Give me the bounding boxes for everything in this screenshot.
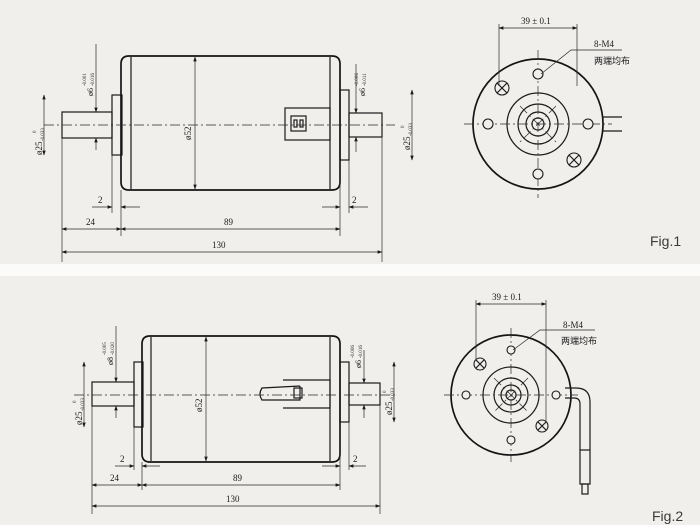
fig2-dim-shaft-dia-left-tol-lower: -0.020: [111, 342, 116, 355]
fig2-dim-boss-right: ø25: [384, 401, 394, 415]
fig1-side-view: [42, 44, 414, 262]
fig2-dim-body-dia: ø52: [194, 399, 204, 413]
fig2-callout-thread: 8-M4: [563, 320, 583, 330]
fig2-dim-gap-right: 2: [353, 454, 358, 464]
fig2-dim-gap-left: 2: [120, 454, 125, 464]
fig1-label: Fig.1: [650, 233, 681, 249]
fig2-end-view: [444, 300, 595, 495]
figure-divider: [0, 264, 700, 276]
fig2-dim-shaft-dia-left: ø8: [106, 357, 115, 365]
fig1-dim-boss-right: ø25: [402, 136, 412, 150]
fig2-dim-shaft-dia-right-tol-lower: -0.016: [359, 345, 364, 358]
fig1-dim-body-dia: ø52: [183, 127, 193, 141]
fig2-dim-boss-left-tol-upper: 0: [73, 400, 78, 403]
fig2-label: Fig.2: [652, 508, 683, 524]
fig1-dim-shaft-dia-left-tol-lower: -0.016: [91, 73, 96, 86]
fig1-dim-gap-right: 2: [352, 195, 357, 205]
figure-1: 24 89 130 2 2 ø52 ø25 0 -0.033 ø6 -0.001…: [33, 16, 681, 262]
fig1-dim-shaft-dia-left: ø6: [86, 88, 95, 96]
fig1-dim-shaft-dia-right-tol-lower: -0.011: [363, 73, 368, 86]
fig2-dim-hole-spacing: 39 ± 0.1: [492, 292, 522, 302]
fig1-dim-gap-left: 2: [98, 195, 103, 205]
fig1-dim-boss-right-tol-lower: -0.033: [409, 123, 414, 136]
fig1-dim-boss-right-tol-upper: 0: [401, 125, 406, 128]
fig2-dim-length-body: 89: [233, 473, 243, 483]
fig2-side-view: [74, 326, 396, 514]
fig1-callout-thread: 8-M4: [594, 39, 614, 49]
fig1-dim-shaft-left: 24: [86, 217, 96, 227]
fig1-end-view: [464, 24, 622, 198]
fig2-dim-shaft-left: 24: [110, 473, 120, 483]
fig2-dim-boss-left-tol-lower: -0.033: [81, 398, 86, 411]
fig2-dim-length-total: 130: [226, 494, 240, 504]
fig1-dim-shaft-dia-right-tol-upper: -0.006: [355, 73, 360, 86]
fig1-dim-shaft-dia-right: ø6: [358, 88, 367, 96]
fig2-dim-boss-right-tol-upper: 0: [383, 390, 388, 393]
fig1-dim-length-body: 89: [224, 217, 234, 227]
fig1-dim-length-total: 130: [212, 240, 226, 250]
fig1-dim-boss-left: ø25: [34, 141, 44, 155]
fig1-dim-hole-spacing: 39 ± 0.1: [521, 16, 551, 26]
fig2-dim-shaft-dia-right: ø6: [354, 360, 363, 368]
fig1-dim-boss-left-tol-upper: 0: [33, 130, 38, 133]
figure-2: 24 89 130 2 2 ø52 ø25 0 -0.033 ø8 -0.005…: [73, 292, 683, 524]
fig1-dim-shaft-dia-left-tol-upper: -0.001: [83, 73, 88, 86]
fig2-callout-note: 两端均布: [561, 335, 597, 347]
fig2-dim-boss-left: ø25: [74, 411, 84, 425]
fig1-callout-note: 两端均布: [594, 55, 630, 67]
fig1-dim-boss-left-tol-lower: -0.033: [41, 128, 46, 141]
fig2-dim-shaft-dia-left-tol-upper: -0.005: [103, 342, 108, 355]
fig2-dim-shaft-dia-right-tol-upper: -0.006: [351, 345, 356, 358]
fig2-dim-boss-right-tol-lower: -0.033: [391, 388, 396, 401]
